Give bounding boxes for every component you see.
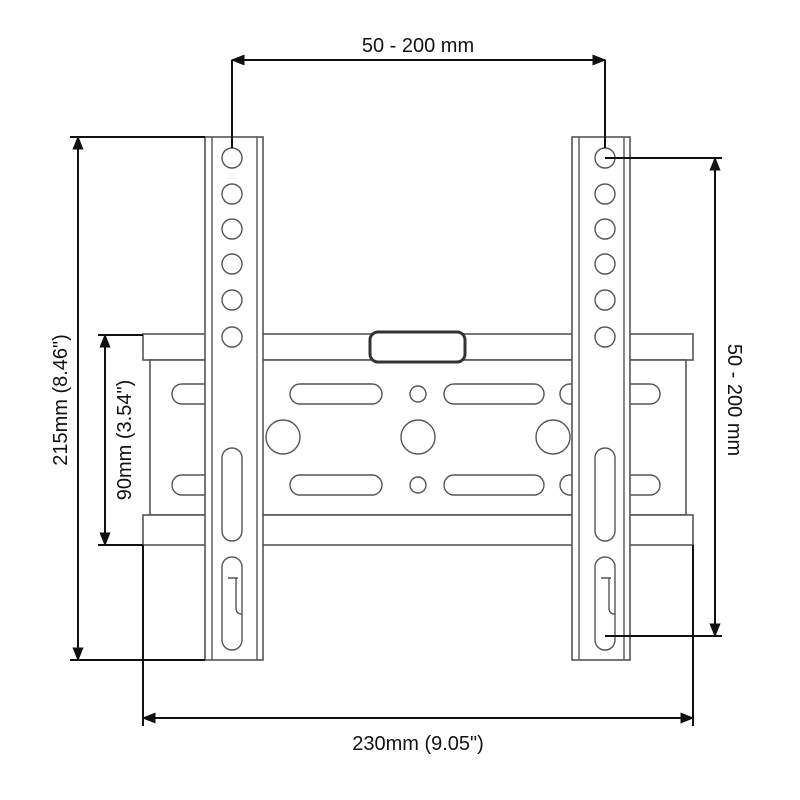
left-arm [204,136,264,661]
right-dimension-label: 50 - 200 mm [723,344,745,456]
arm-holes [594,147,616,348]
height-dimension-label: 215mm (8.46") [50,334,72,466]
plate-height-label: 90mm (3.54") [114,380,136,500]
dimension-top: 50 - 200 mm [230,35,607,148]
dimension-bottom: 230mm (9.05") [141,545,695,755]
dimension-left-total: 215mm (8.46") [50,135,205,662]
top-dimension-label: 50 - 200 mm [362,35,474,57]
arm-holes [221,147,243,348]
width-dimension-label: 230mm (9.05") [352,733,484,755]
dimension-left-plate: 90mm (3.54") [98,333,143,547]
tilt-handle [368,330,467,364]
right-arm [571,136,631,661]
dimension-right: 50 - 200 mm [605,156,745,638]
